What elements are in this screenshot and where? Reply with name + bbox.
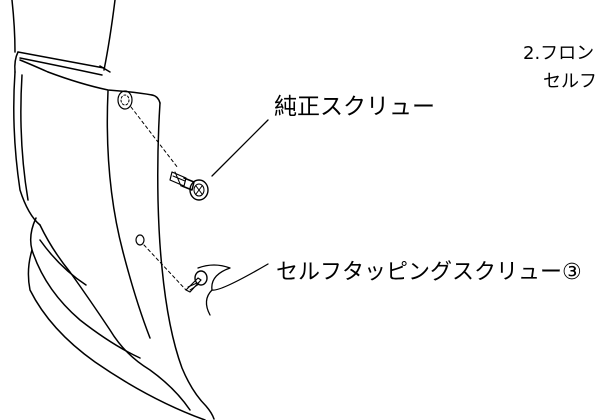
upper-mounting-hole [117,90,179,169]
genuine-screw-label: 純正スクリュー [274,94,435,120]
frame-tube [11,0,116,71]
self-tapping-screw [185,270,208,293]
lower-flap [27,217,206,420]
genuine-screw [169,171,209,201]
lower-mounting-hole [135,234,187,291]
instruction-line-2: セルフ [543,71,597,92]
self-tapping-screw-label: セルフタッピングスクリュー③ [276,260,582,285]
cover-panel [13,59,215,420]
upper-panel [14,51,111,76]
instruction-line-1: 2.フロン [523,43,595,64]
genuine-screw-leader [211,119,269,177]
self-tapping-screw-leader [197,263,269,291]
